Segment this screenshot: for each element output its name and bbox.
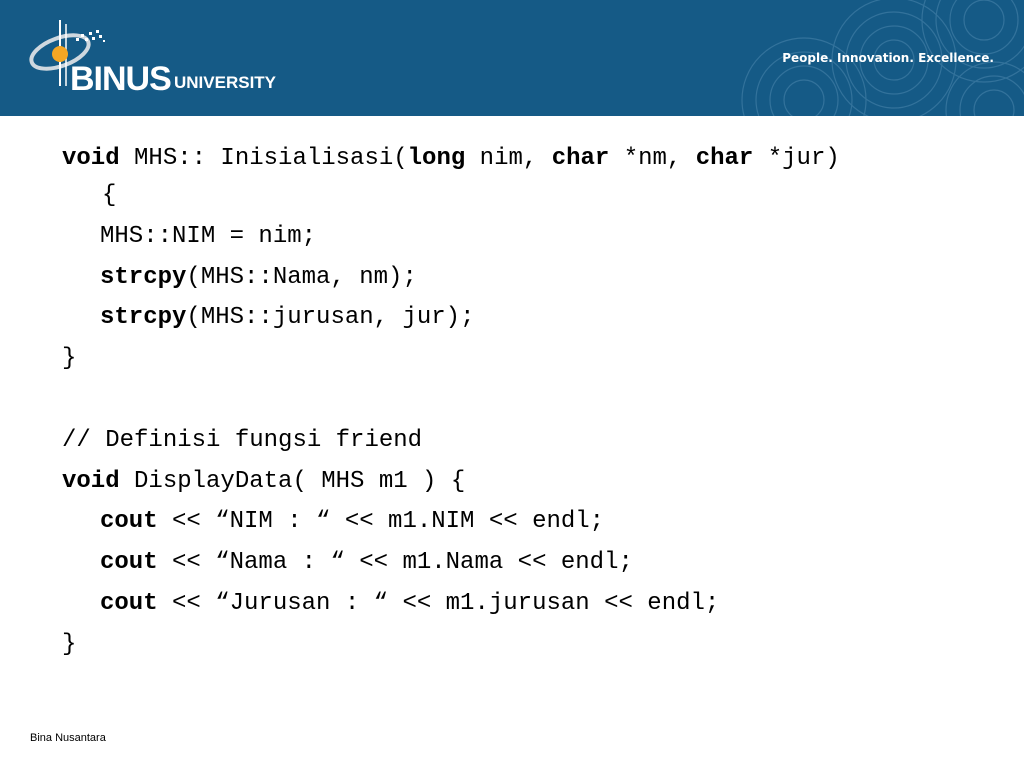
logo-orbit-icon (29, 20, 105, 86)
brand-name: BINUS (70, 60, 172, 98)
code-text: { (102, 181, 117, 209)
code-line-4: strcpy(MHS::Nama, nm); (62, 259, 1002, 300)
code-text: DisplayData( MHS m1 ) { (119, 467, 466, 495)
code-text: (MHS::jurusan, jur); (186, 304, 475, 332)
code-block: void MHS:: Inisialisasi(long nim, char *… (62, 140, 1002, 667)
code-text: } (62, 630, 77, 658)
code-line-10: cout << “NIM : “ << m1.NIM << endl; (62, 503, 1002, 544)
code-line-2: { (62, 181, 1002, 218)
code-text: *jur) (753, 145, 840, 172)
code-text: MHS::NIM = nim; (100, 222, 317, 250)
code-text: << “Nama : “ << m1.Nama << endl; (157, 549, 633, 577)
code-line-comment: // Definisi fungsi friend (62, 422, 1002, 463)
keyword: long (407, 145, 466, 172)
code-text: nim, (465, 145, 552, 172)
code-text: << “NIM : “ << m1.NIM << endl; (157, 508, 605, 536)
keyword: cout (100, 589, 158, 617)
code-line-12: cout << “Jurusan : “ << m1.jurusan << en… (62, 585, 1002, 626)
brand-university: UNIVERSITY (174, 73, 277, 92)
code-text: (MHS::Nama, nm); (186, 263, 417, 291)
keyword: char (551, 145, 610, 172)
code-text: << “Jurusan : “ << m1.jurusan << endl; (157, 589, 720, 617)
code-line-1: void MHS:: Inisialisasi(long nim, char *… (62, 140, 1002, 181)
keyword: void (62, 467, 120, 495)
footer-text: Bina Nusantara (30, 732, 106, 744)
code-line-13: } (62, 626, 1002, 667)
code-comment: // Definisi fungsi friend (62, 426, 423, 454)
keyword: strcpy (100, 263, 187, 291)
tagline: People. Innovation. Excellence. (782, 51, 994, 65)
keyword: strcpy (100, 304, 187, 332)
code-line-9: void DisplayData( MHS m1 ) { (62, 463, 1002, 504)
code-text: MHS:: Inisialisasi( (119, 145, 408, 172)
binus-logo: BINUS UNIVERSITY (22, 14, 302, 104)
code-line-5: strcpy(MHS::jurusan, jur); (62, 299, 1002, 340)
code-text: } (62, 345, 77, 373)
keyword: cout (100, 508, 158, 536)
keyword: cout (100, 549, 158, 577)
code-text: *nm, (609, 145, 696, 172)
code-line-11: cout << “Nama : “ << m1.Nama << endl; (62, 544, 1002, 585)
code-line-6: } (62, 340, 1002, 381)
code-line-3: MHS::NIM = nim; (62, 218, 1002, 259)
keyword: char (695, 145, 754, 172)
header-arc-pattern (741, 0, 1024, 116)
code-line-blank (62, 381, 1002, 422)
keyword: void (62, 145, 120, 172)
header-banner: BINUS UNIVERSITY People. Innovation. Exc… (0, 0, 1024, 116)
